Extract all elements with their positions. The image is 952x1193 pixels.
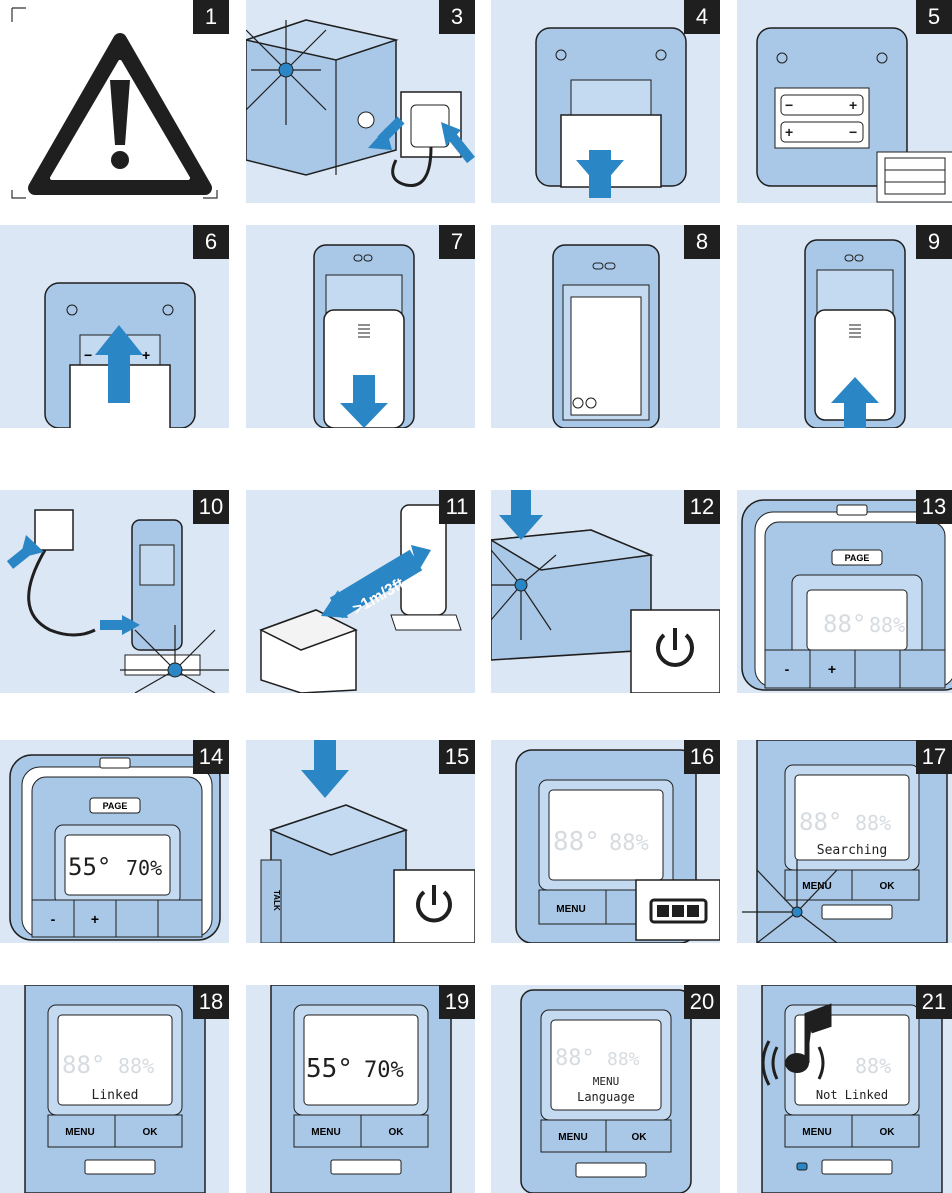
ok-button: OK	[880, 1127, 896, 1138]
step-number: 15	[439, 740, 475, 774]
lcd-humid: 88%	[855, 1054, 891, 1078]
step-number: 19	[439, 985, 475, 1019]
step-14-panel: PAGE 55° 70% - + 14	[0, 740, 229, 943]
minus-button: -	[51, 911, 56, 927]
lcd-humid: 88%	[609, 831, 649, 856]
lcd-humid: 88%	[118, 1054, 154, 1078]
svg-text:−: −	[84, 347, 92, 363]
lcd-status: Linked	[92, 1088, 139, 1103]
step-number: 1	[193, 0, 229, 34]
talk-button: TALK	[272, 890, 281, 911]
minus-button: -	[785, 661, 790, 677]
step-number: 8	[684, 225, 720, 259]
step-17-panel: 88° 88% Searching MENU OK 17	[737, 740, 952, 943]
step-number: 18	[193, 985, 229, 1019]
menu-button: MENU	[65, 1127, 94, 1138]
ok-button: OK	[632, 1132, 648, 1143]
step-number: 9	[916, 225, 952, 259]
menu-button: MENU	[558, 1132, 587, 1143]
step-21-panel: 88% Not Linked MENU OK 21	[737, 985, 952, 1193]
step-number: 3	[439, 0, 475, 34]
step-13-panel: PAGE 88° 88% - + 13	[737, 490, 952, 693]
lcd-temp: 88°	[823, 610, 866, 638]
lcd-temp: 88°	[62, 1051, 105, 1079]
svg-text:+: +	[785, 124, 793, 140]
step-11-panel: >1m/3ft 11	[246, 490, 475, 693]
step-10-panel: 10	[0, 490, 229, 693]
lcd-temp: 55°	[306, 1054, 353, 1084]
lcd-status: Searching	[817, 843, 887, 858]
plus-button: +	[91, 911, 99, 927]
lcd-humid: 88%	[607, 1049, 640, 1070]
step-number: 6	[193, 225, 229, 259]
svg-text:+: +	[142, 347, 150, 363]
step-4-panel: 4	[491, 0, 720, 203]
step-number: 5	[916, 0, 952, 34]
step-number: 14	[193, 740, 229, 774]
step-number: 17	[916, 740, 952, 774]
step-18-panel: 88° 88% Linked MENU OK 18	[0, 985, 229, 1193]
lcd-temp: 88°	[553, 827, 600, 857]
svg-text:−: −	[849, 124, 857, 140]
step-number: 20	[684, 985, 720, 1019]
step-20-panel: 88° 88% MENU Language MENU OK 20	[491, 985, 720, 1193]
ok-button: OK	[143, 1127, 159, 1138]
step-number: 13	[916, 490, 952, 524]
step-12-panel: 12	[491, 490, 720, 693]
step-number: 12	[684, 490, 720, 524]
svg-text:+: +	[849, 97, 857, 113]
step-1-panel: 1	[0, 0, 229, 203]
menu-button: MENU	[311, 1127, 340, 1138]
page-button: PAGE	[845, 553, 870, 563]
step-number: 7	[439, 225, 475, 259]
step-19-panel: 55° 70% MENU OK 19	[246, 985, 475, 1193]
step-6-panel: − + 6	[0, 225, 229, 428]
menu-button: MENU	[802, 1127, 831, 1138]
lcd-humid: 88%	[855, 811, 891, 835]
step-9-panel: 9	[737, 225, 952, 428]
lcd-temp: 55°	[68, 853, 111, 881]
step-8-panel: 8	[491, 225, 720, 428]
lcd-humid: 70%	[364, 1058, 404, 1083]
lcd-humid: 70%	[126, 856, 162, 880]
menu-button: MENU	[556, 904, 585, 915]
lcd-status: Not Linked	[816, 1088, 888, 1102]
step-7-panel: 7	[246, 225, 475, 428]
step-16-panel: 88° 88% MENU 16	[491, 740, 720, 943]
step-number: 4	[684, 0, 720, 34]
plus-button: +	[828, 661, 836, 677]
lcd-humid: 88%	[869, 613, 905, 637]
ok-button: OK	[389, 1127, 405, 1138]
step-5-panel: − + + − 5	[737, 0, 952, 203]
ok-button: OK	[880, 881, 896, 892]
lcd-menu-item: Language	[577, 1090, 635, 1104]
step-number: 11	[439, 490, 475, 524]
lcd-menu-title: MENU	[593, 1075, 620, 1088]
step-number: 10	[193, 490, 229, 524]
step-15-panel: TALK 15	[246, 740, 475, 943]
page-button: PAGE	[103, 801, 128, 811]
step-3-panel: 3	[246, 0, 475, 203]
svg-text:−: −	[785, 97, 793, 113]
lcd-temp: 88°	[799, 808, 842, 836]
step-number: 16	[684, 740, 720, 774]
step-number: 21	[916, 985, 952, 1019]
lcd-temp: 88°	[555, 1046, 595, 1071]
